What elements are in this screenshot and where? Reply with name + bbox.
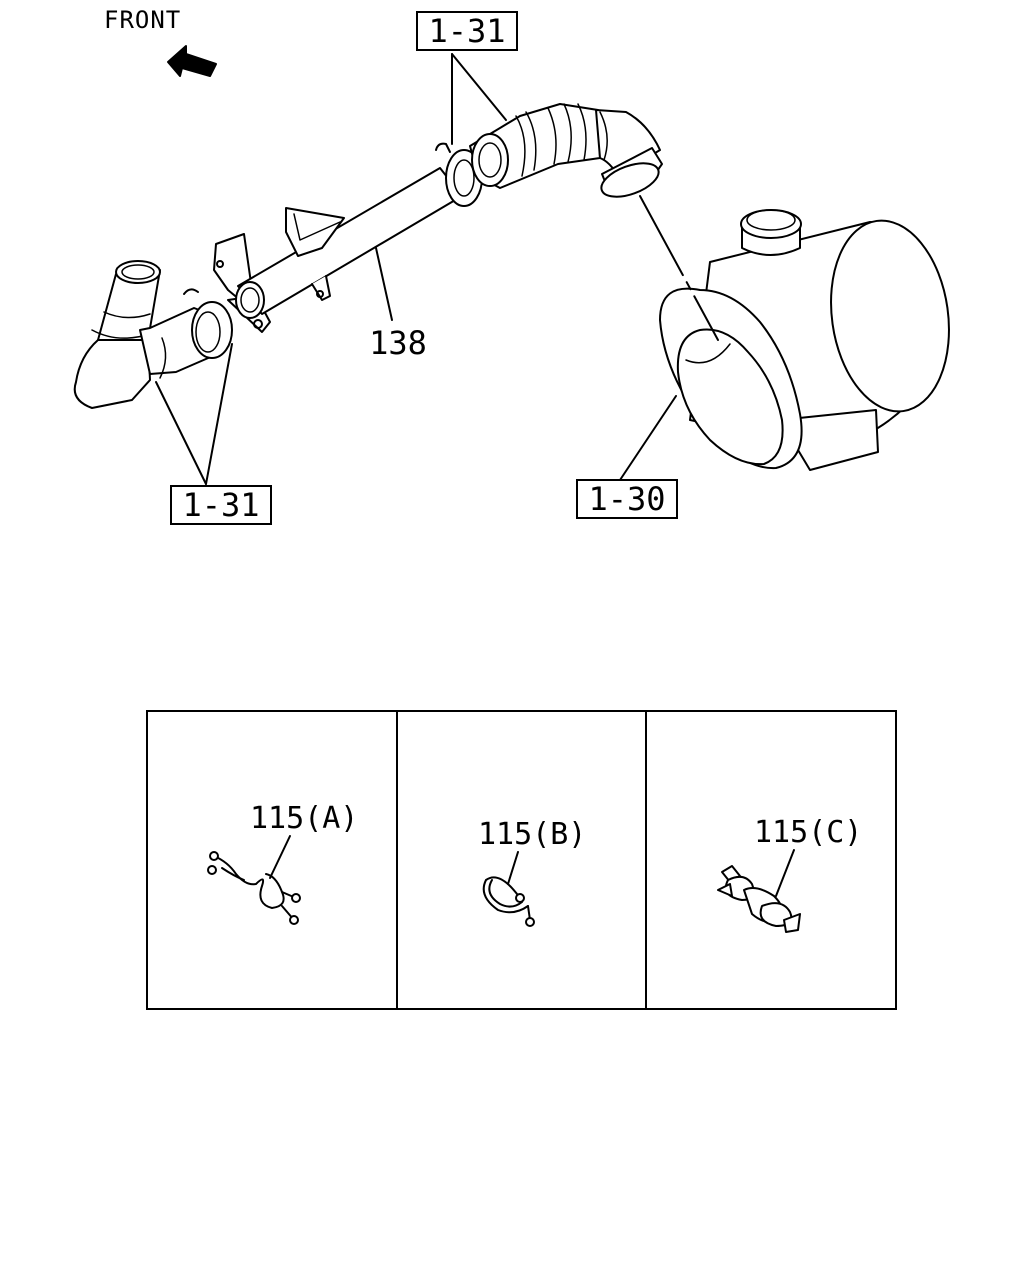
callout-ref-upper: 1-31 [416, 11, 518, 51]
callout-pipe-label: 138 [369, 324, 427, 362]
detail-label-b: 115(B) [478, 817, 586, 852]
callout-ref-lower-label: 1-31 [182, 486, 259, 524]
detail-clip-b: 115(B) [478, 817, 586, 927]
detail-clip-a: 115(A) [207, 801, 358, 925]
front-arrow-icon [167, 45, 217, 77]
detail-label-a: 115(A) [250, 801, 358, 836]
callout-ref-cleaner-label: 1-30 [588, 480, 665, 518]
callout-ref-lower: 1-31 [170, 485, 272, 525]
front-label: FRONT [104, 6, 181, 34]
callout-ref-upper-label: 1-31 [428, 12, 505, 50]
detail-label-c: 115(C) [754, 815, 862, 850]
callout-ref-cleaner: 1-30 [576, 479, 678, 519]
detail-frame [146, 710, 897, 1010]
pipe-138 [213, 142, 483, 333]
air-cleaner [659, 209, 950, 471]
front-indicator: FRONT [104, 6, 217, 77]
detail-clip-c: 115(C) [717, 815, 862, 933]
leader-lines [155, 53, 677, 485]
detail-panel [146, 710, 897, 1010]
left-elbow-hose [73, 260, 233, 409]
upper-hose [469, 103, 663, 198]
